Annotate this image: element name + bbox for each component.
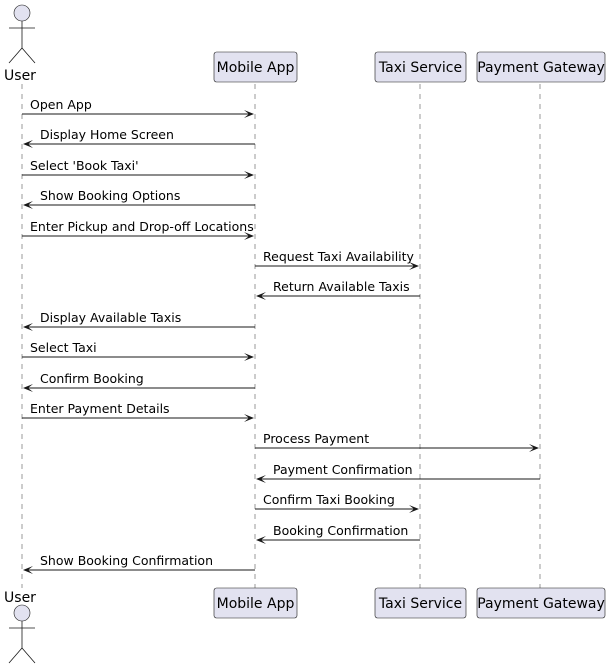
message-label: Return Available Taxis bbox=[273, 279, 410, 294]
participant-box bbox=[374, 51, 467, 83]
arrowhead-icon bbox=[23, 140, 33, 148]
arrowhead-icon bbox=[409, 505, 419, 513]
message-label: Display Available Taxis bbox=[40, 310, 181, 325]
arrowhead-icon bbox=[244, 110, 254, 118]
actor-user-bottom: User bbox=[4, 590, 36, 664]
message-label: Open App bbox=[30, 97, 92, 112]
participant-label: User bbox=[4, 68, 36, 84]
message-label: Enter Payment Details bbox=[30, 401, 170, 416]
participant-box bbox=[476, 587, 606, 619]
message-label: Process Payment bbox=[263, 431, 369, 446]
message-arrow: Select Taxi bbox=[22, 340, 254, 361]
message-arrow: Show Booking Confirmation bbox=[23, 553, 255, 574]
arrowhead-icon bbox=[244, 414, 254, 422]
participant-taxi-bottom: Taxi Service bbox=[374, 587, 467, 619]
arrowhead-icon bbox=[256, 292, 266, 300]
participant-label: Taxi Service bbox=[378, 596, 462, 612]
participant-label: Payment Gateway bbox=[477, 60, 605, 76]
message-label: Booking Confirmation bbox=[273, 523, 408, 538]
arrowhead-icon bbox=[244, 353, 254, 361]
participant-box bbox=[213, 51, 298, 83]
message-arrow: Enter Pickup and Drop-off Locations bbox=[22, 219, 254, 240]
actor-user-top: User bbox=[4, 4, 36, 84]
message-arrow: Payment Confirmation bbox=[256, 462, 540, 483]
message-label: Show Booking Confirmation bbox=[40, 553, 213, 568]
arrowhead-icon bbox=[244, 232, 254, 240]
message-arrow: Confirm Booking bbox=[23, 371, 255, 392]
message-arrow: Booking Confirmation bbox=[256, 523, 420, 544]
message-arrow: Confirm Taxi Booking bbox=[255, 492, 419, 513]
participant-heads-bottom: User Mobile App Taxi Service Payment Gatewa… bbox=[4, 587, 606, 664]
message-arrow: Process Payment bbox=[255, 431, 539, 452]
participant-taxi-top: Taxi Service bbox=[374, 51, 467, 83]
participant-box bbox=[476, 51, 606, 83]
actor-leg-icon bbox=[8, 647, 23, 664]
participant-box bbox=[374, 587, 467, 619]
message-label: Request Taxi Availability bbox=[263, 249, 415, 264]
message-arrow: Select 'Book Taxi' bbox=[22, 158, 254, 179]
message-label: Confirm Taxi Booking bbox=[263, 492, 395, 507]
arrowhead-icon bbox=[23, 384, 33, 392]
message-label: Payment Confirmation bbox=[273, 462, 413, 477]
participant-label: Mobile App bbox=[217, 60, 295, 76]
participant-payment-bottom: Payment Gateway bbox=[476, 587, 606, 619]
message-label: Confirm Booking bbox=[40, 371, 144, 386]
message-arrow: Show Booking Options bbox=[23, 188, 255, 209]
arrowhead-icon bbox=[256, 536, 266, 544]
participant-heads-top: User Mobile App Taxi Service Payment Gatewa… bbox=[4, 4, 606, 84]
arrowhead-icon bbox=[244, 171, 254, 179]
arrowhead-icon bbox=[23, 566, 33, 574]
message-arrow: Return Available Taxis bbox=[256, 279, 420, 300]
message-arrow: Display Available Taxis bbox=[23, 310, 255, 331]
lifelines bbox=[21, 84, 541, 588]
participant-label: Payment Gateway bbox=[477, 596, 605, 612]
message-label: Select 'Book Taxi' bbox=[30, 158, 139, 173]
message-label: Enter Pickup and Drop-off Locations bbox=[30, 219, 254, 234]
participant-label: Mobile App bbox=[217, 596, 295, 612]
actor-leg-icon bbox=[8, 47, 23, 64]
message-arrow: Enter Payment Details bbox=[22, 401, 254, 422]
message-label: Show Booking Options bbox=[40, 188, 180, 203]
message-arrow: Display Home Screen bbox=[23, 127, 255, 148]
arrowhead-icon bbox=[23, 201, 33, 209]
message-label: Select Taxi bbox=[30, 340, 97, 355]
participant-label: User bbox=[4, 590, 36, 606]
actor-leg-icon bbox=[21, 47, 36, 64]
participant-mobile-bottom: Mobile App bbox=[213, 587, 298, 619]
participant-box bbox=[213, 587, 298, 619]
message-arrow: Request Taxi Availability bbox=[255, 249, 419, 270]
arrowhead-icon bbox=[409, 262, 419, 270]
participant-payment-top: Payment Gateway bbox=[476, 51, 606, 83]
actor-head-icon bbox=[13, 604, 31, 622]
arrowhead-icon bbox=[256, 475, 266, 483]
arrowhead-icon bbox=[529, 444, 539, 452]
arrowhead-icon bbox=[23, 323, 33, 331]
participant-mobile-top: Mobile App bbox=[213, 51, 298, 83]
message-label: Display Home Screen bbox=[40, 127, 174, 142]
message-arrow: Open App bbox=[22, 97, 254, 118]
actor-leg-icon bbox=[21, 647, 36, 664]
actor-head-icon bbox=[13, 4, 31, 22]
participant-label: Taxi Service bbox=[378, 60, 462, 76]
